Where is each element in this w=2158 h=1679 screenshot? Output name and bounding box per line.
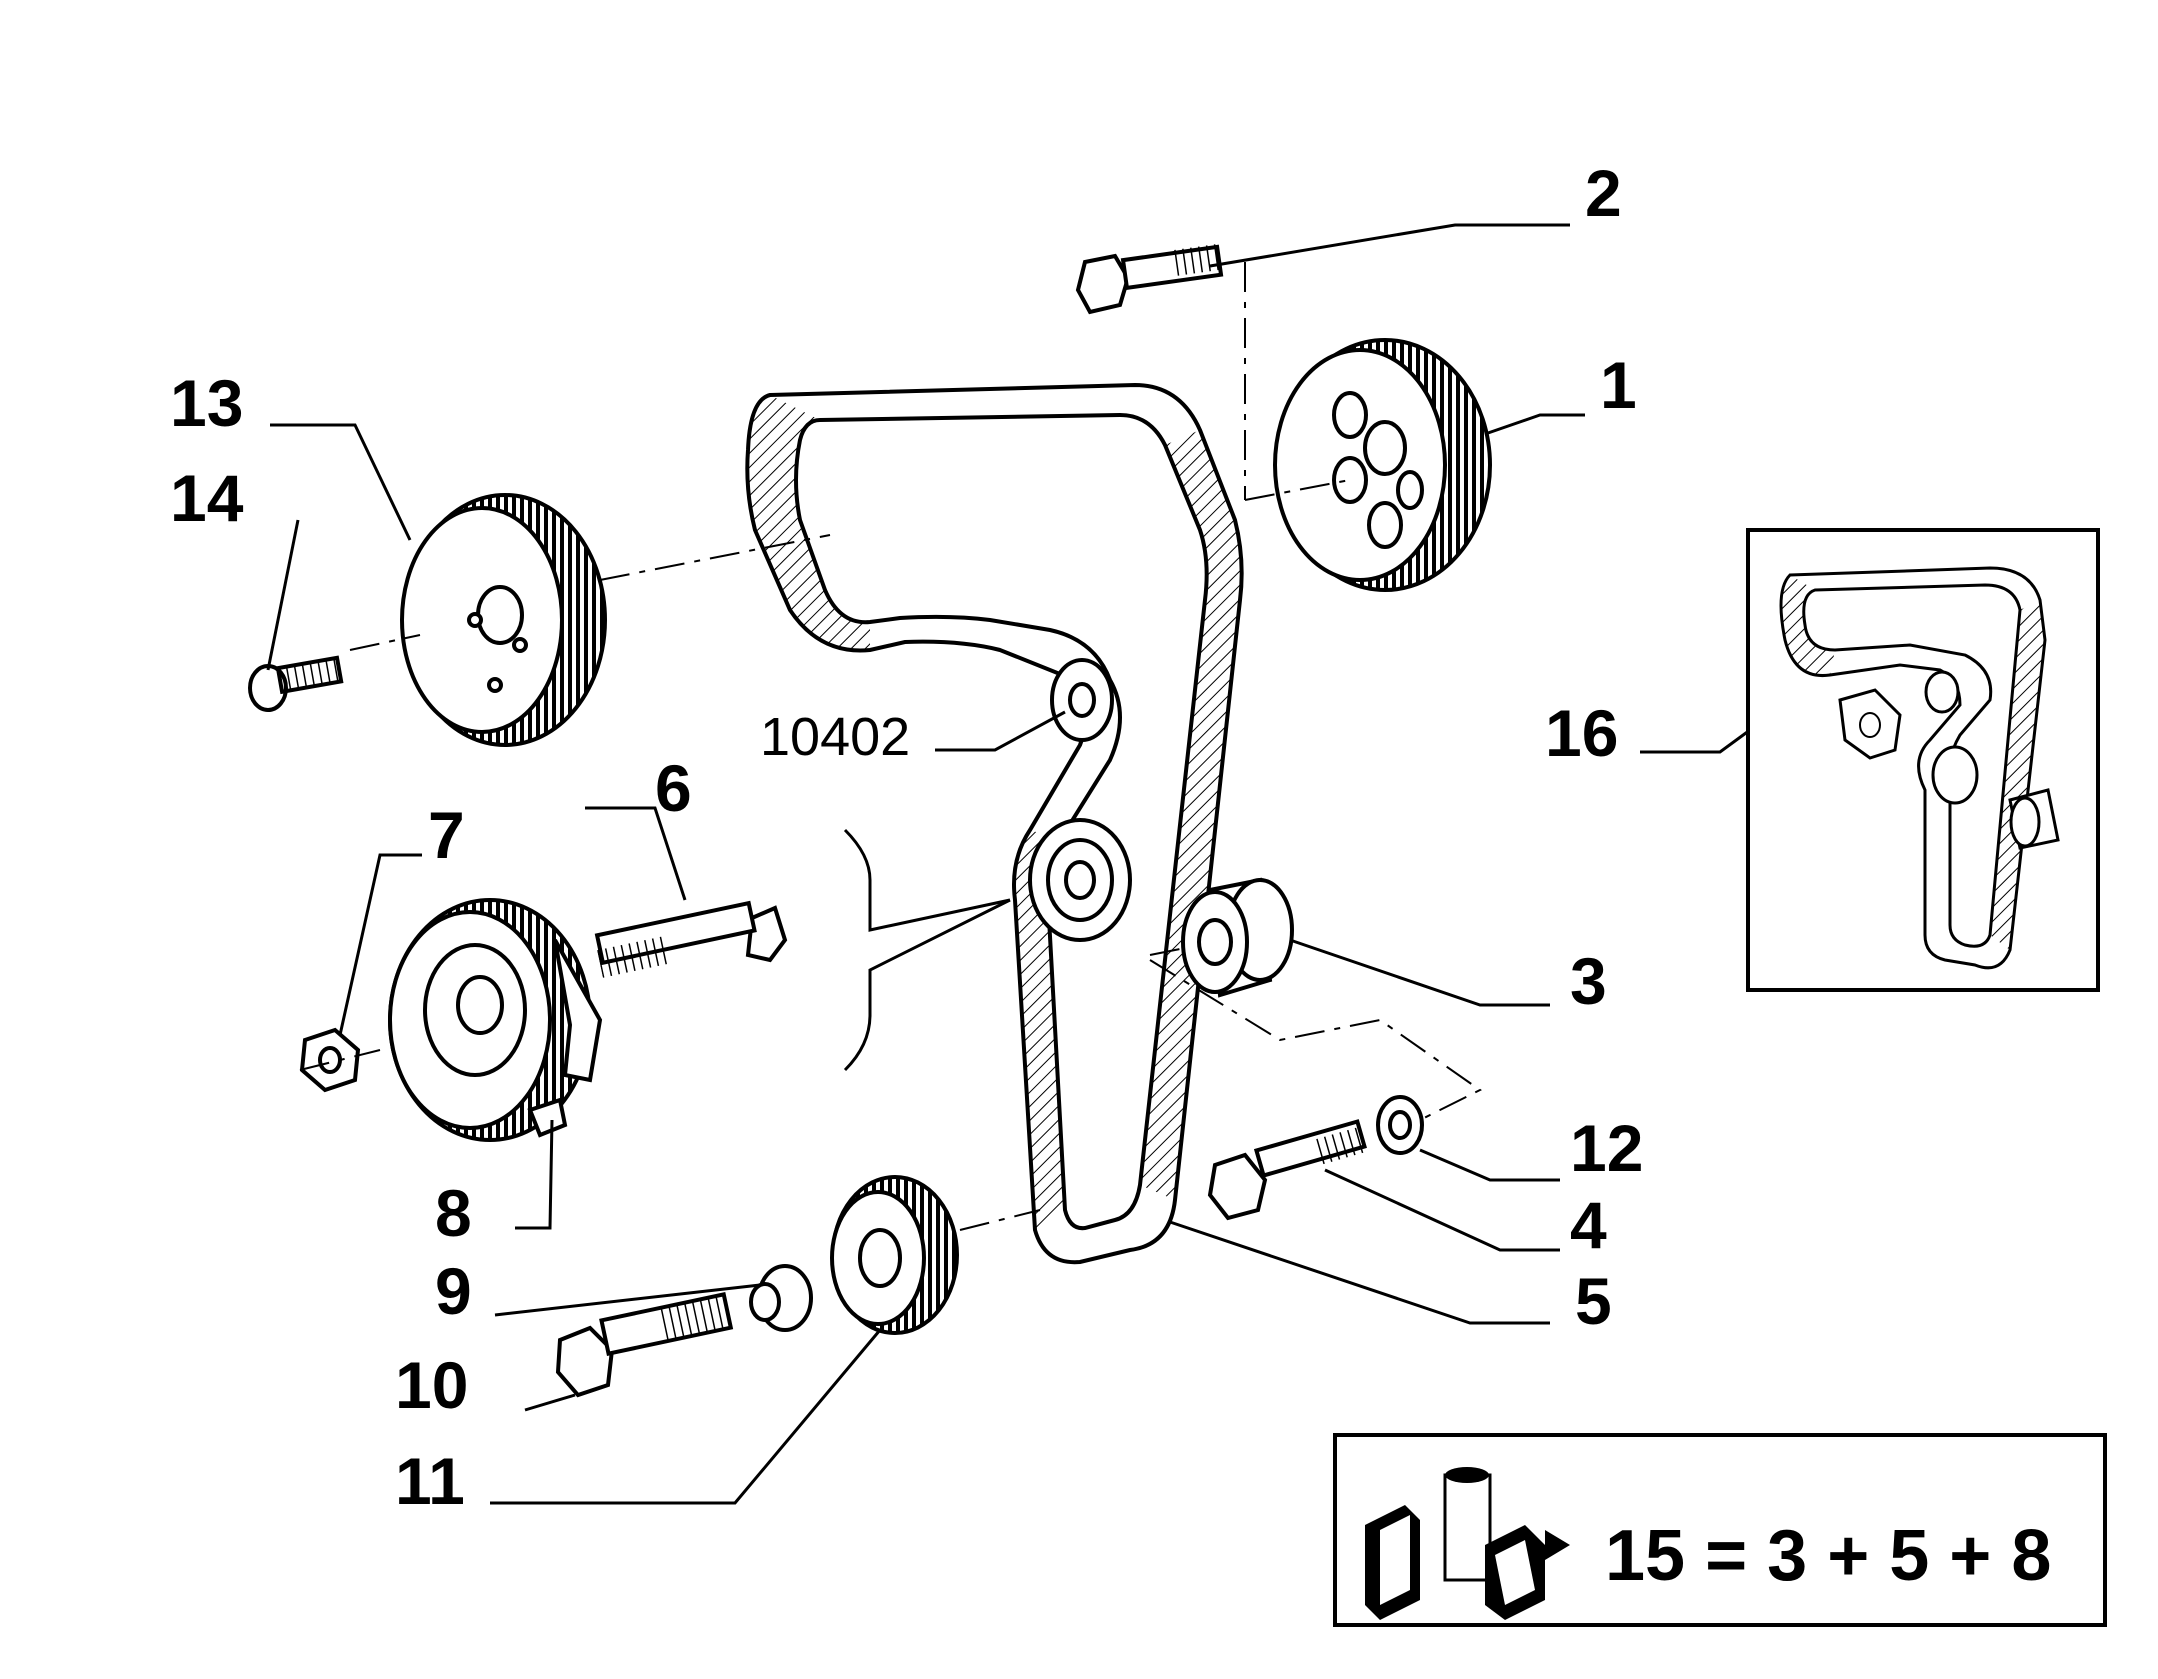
part-label-2: 2 <box>1585 156 1622 230</box>
auxiliary-sprocket-13 <box>400 493 607 747</box>
part-label-13: 13 <box>170 366 244 440</box>
part-label-9: 9 <box>435 1254 472 1328</box>
belt-tensioner-pulley <box>1028 818 1132 942</box>
bolt-2 <box>1075 243 1224 315</box>
part-label-4: 4 <box>1570 1188 1607 1262</box>
belt-bracket <box>843 828 1011 1072</box>
part-label-5: 5 <box>1575 1264 1612 1338</box>
part-label-11: 11 <box>395 1444 465 1518</box>
part-code-10402: 10402 <box>760 707 911 767</box>
part-label-3: 3 <box>1570 944 1607 1018</box>
part-label-10: 10 <box>395 1348 469 1422</box>
part-label-12: 12 <box>1570 1111 1644 1185</box>
kit-formula: 15 = 3 + 5 + 8 <box>1605 1516 2052 1596</box>
crankshaft-sprocket-11 <box>830 1175 959 1335</box>
bolt-14 <box>248 655 344 712</box>
bolt-4 <box>1207 1119 1367 1221</box>
part-label-14: 14 <box>170 461 244 535</box>
part-label-16: 16 <box>1545 696 1619 770</box>
leader-lines <box>266 223 1751 1505</box>
washer-9 <box>749 1264 813 1332</box>
part-label-8: 8 <box>435 1176 472 1250</box>
bolt-10 <box>555 1292 734 1398</box>
inset-belt-kit <box>1746 528 2100 992</box>
part-label-1: 1 <box>1600 348 1637 422</box>
tensioner-pulley-8 <box>388 898 603 1142</box>
part-label-7: 7 <box>428 798 465 872</box>
part-label-6: 6 <box>655 751 692 825</box>
axis-lines <box>299 262 1482 1231</box>
washer-12 <box>1376 1095 1424 1155</box>
kit-box <box>1333 1433 2107 1627</box>
bolt-6 <box>594 900 788 978</box>
camshaft-sprocket <box>1273 338 1492 592</box>
idler-pulley-3 <box>1181 877 1294 998</box>
idler-roller-10402 <box>1050 658 1114 742</box>
fiat-kit-logo-icon <box>1365 1467 1570 1620</box>
nut-7 <box>299 1027 361 1093</box>
